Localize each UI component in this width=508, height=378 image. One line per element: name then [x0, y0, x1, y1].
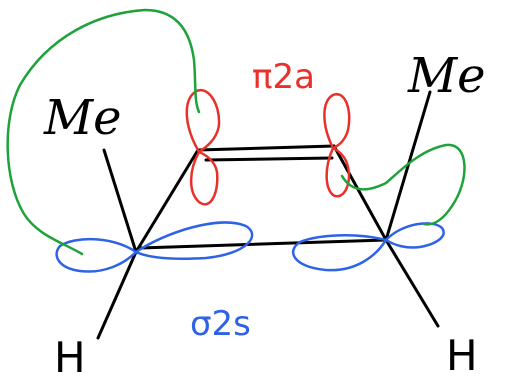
sigma-bond-line	[138, 238, 388, 250]
diagram-labels: π2a σ2s Me Me H H	[43, 48, 486, 378]
bond-left-h	[96, 250, 138, 340]
pi-lobe-left-top	[185, 88, 221, 154]
pi-lobe-right-bottom	[325, 146, 351, 198]
pi-label: π2a	[252, 57, 315, 97]
pi-bond-line-top	[196, 144, 336, 152]
pi-lobe-left-bottom	[189, 150, 219, 206]
h-right-label: H	[446, 331, 478, 378]
pi-bond-line-bottom	[204, 156, 334, 162]
bond-left-top	[134, 148, 200, 254]
molecular-framework	[96, 90, 440, 340]
sigma-lobe-left-outer	[55, 237, 138, 273]
pi-lobe-right-top	[323, 92, 351, 150]
bond-right-me	[384, 90, 432, 242]
me-left-label: Me	[43, 90, 122, 146]
bond-left-me	[102, 148, 138, 254]
bond-right-h	[384, 238, 440, 328]
interaction-curve-left	[6, 8, 201, 256]
interaction-curve-right	[340, 143, 466, 226]
h-left-label: H	[54, 333, 86, 378]
sigma-lobe-right-outer	[384, 222, 445, 249]
bond-right-top	[332, 144, 388, 242]
sigma-lobe-right-inner	[291, 234, 388, 272]
sigma-label: σ2s	[190, 304, 251, 344]
pi-orbitals	[185, 88, 351, 206]
me-right-label: Me	[407, 48, 486, 104]
sigma-lobe-left-inner	[134, 221, 254, 260]
interaction-curves	[6, 8, 466, 256]
sigma-orbitals	[55, 221, 445, 273]
